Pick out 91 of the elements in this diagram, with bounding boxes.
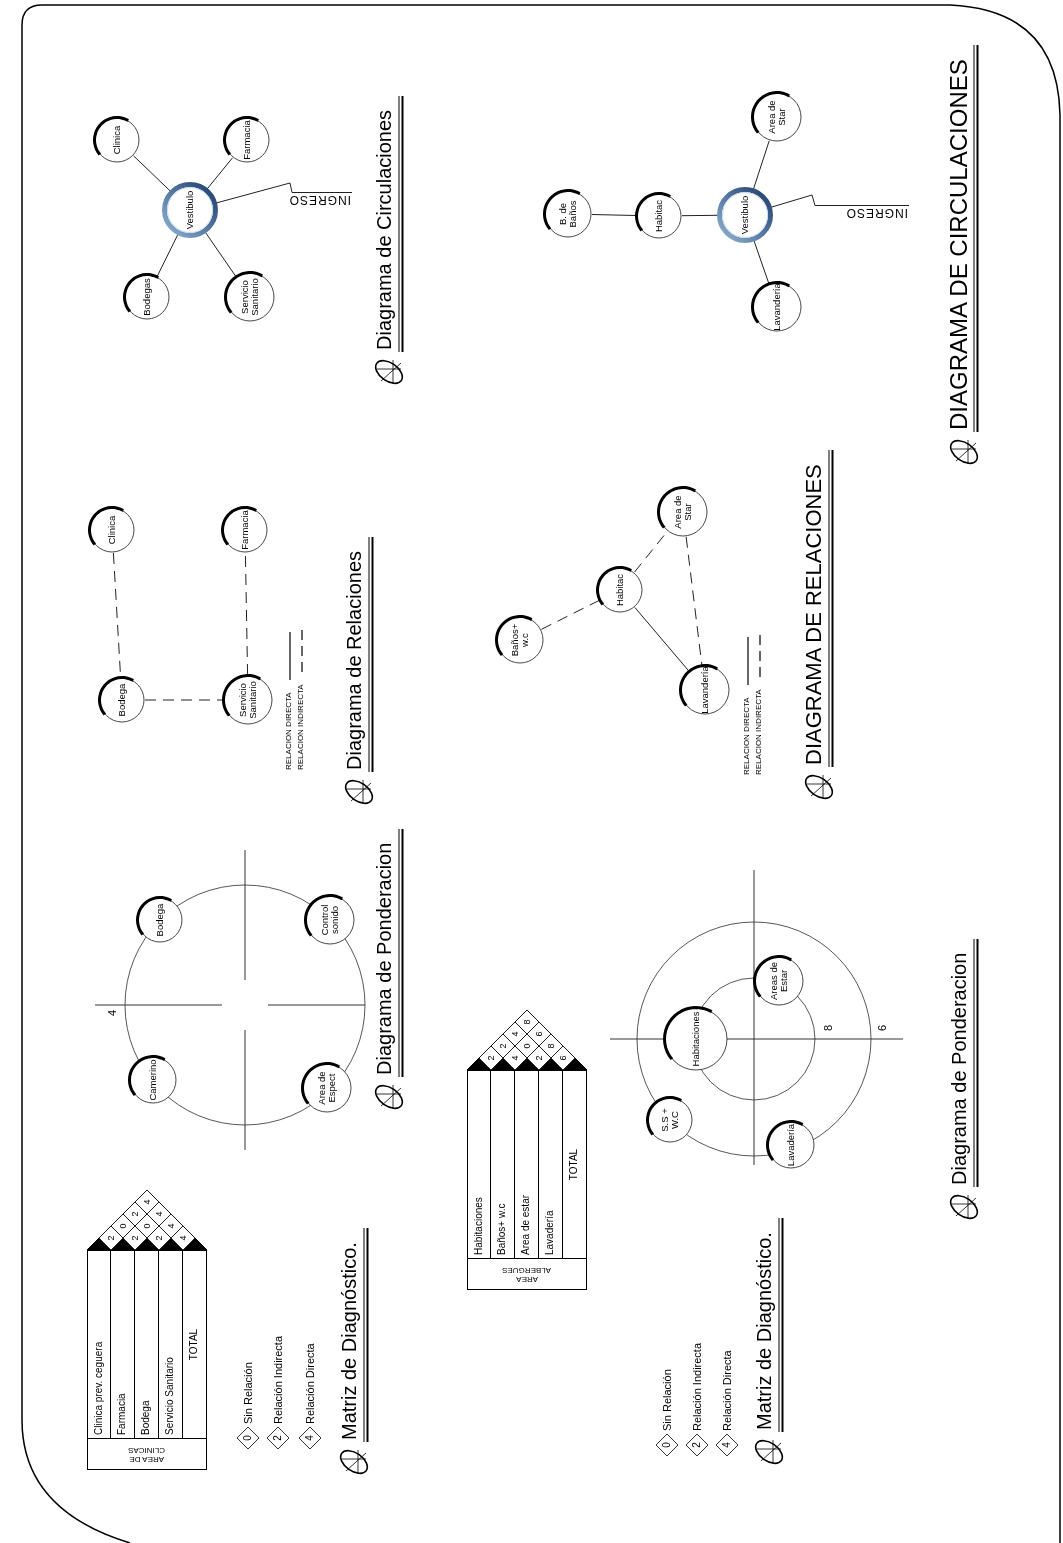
matrix-value: 2	[154, 1234, 164, 1243]
matrix-value: 4	[166, 1222, 176, 1231]
hub-circle: Vestibulo	[716, 186, 774, 244]
space-circle: Clinica	[87, 505, 137, 555]
space-circle: Area de Star	[750, 90, 804, 144]
legend-text: Relación Directa	[720, 1350, 733, 1431]
legend-text: RELACION DIRECTA	[285, 692, 294, 770]
legend-text: Relación Indirecta	[690, 1342, 703, 1431]
space-circle: Baños+ w.c	[494, 614, 546, 666]
connector-line	[770, 194, 910, 208]
space-circle: B. de Baños	[542, 188, 594, 240]
section-title: DIAGRAMA DE CIRCULACIONES	[946, 59, 973, 430]
space-circle: Servicio Sanitario	[221, 673, 275, 727]
matrix-value: 2	[106, 1234, 116, 1243]
ring-value: 4	[105, 1009, 118, 1016]
matrix-value: 4	[178, 1234, 188, 1243]
space-circle: Bodegas	[122, 272, 172, 322]
entrance-label: INGRESO	[283, 192, 357, 208]
matrix-value: 2	[130, 1234, 140, 1243]
legend-text: RELACION INDIRECTA	[297, 684, 306, 770]
matrix-value: 2	[130, 1210, 140, 1219]
table-header-cell: AREA ALBERGUES	[467, 1258, 587, 1290]
matrix-value: 6	[534, 1030, 544, 1039]
section-title: Matriz de Diagnóstico.	[338, 1242, 361, 1440]
space-circle: Camerino	[127, 1054, 179, 1106]
legend-number: 0	[661, 1441, 673, 1450]
space-circle: Lavandería	[750, 280, 804, 334]
legend-text: Relación Directa	[303, 1343, 316, 1424]
entrance-label: INGRESO	[840, 205, 914, 221]
matrix-value: 6	[558, 1054, 568, 1063]
section-title: Diagrama de Relaciones	[343, 551, 366, 770]
matrix-value: 0	[522, 1042, 532, 1051]
legend-text: Sin Relación	[660, 1369, 673, 1431]
ring-value: 8	[821, 1024, 834, 1031]
section-title: DIAGRAMA DE RELACIONES	[802, 464, 827, 765]
matrix-value: 2	[486, 1054, 496, 1063]
section-title: Diagrama de Ponderacion	[948, 952, 971, 1185]
space-circle: Area de Espect	[300, 1061, 354, 1115]
connector-line	[204, 231, 237, 277]
space-circle: Habitac	[634, 191, 684, 241]
hub-circle: Vestibulo	[161, 181, 219, 239]
dashed-connector	[144, 699, 224, 701]
space-circle: Lavadería	[765, 1119, 817, 1171]
space-circle: Control sonido	[303, 893, 357, 947]
connector-line	[133, 155, 171, 192]
connector-line	[681, 214, 719, 217]
matrix-value: 0	[118, 1222, 128, 1231]
legend-number: 0	[242, 1434, 254, 1443]
legend-text: RELACION INDIRECTA	[755, 689, 764, 775]
space-circle: Farmacia	[222, 115, 272, 165]
legend-number: 2	[691, 1441, 703, 1450]
space-circle: Habitac	[595, 565, 645, 615]
connector-line	[591, 214, 637, 216]
connector-line	[215, 182, 353, 204]
ring-value: 6	[875, 1024, 888, 1031]
connector-line	[634, 607, 690, 672]
matrix-value: 4	[154, 1210, 164, 1219]
matrix-value: 2	[498, 1042, 508, 1051]
dashed-connector	[685, 536, 703, 666]
matrix-value: 4	[510, 1054, 520, 1063]
connector-line	[752, 140, 770, 190]
space-circle: Farmacia	[220, 505, 270, 555]
space-circle: Bodega	[135, 895, 185, 945]
matrix-value: 8	[546, 1042, 556, 1051]
legend-number: 2	[272, 1434, 284, 1443]
matrix-value: 0	[142, 1222, 152, 1231]
legend-text: RELACION DIRECTA	[743, 697, 752, 775]
space-circle: Areas de Estar	[752, 954, 806, 1008]
space-circle: Bodega	[97, 675, 147, 725]
table-header-cell: AREA DE CLINICAS	[87, 1438, 207, 1470]
matrix-value: 4	[510, 1030, 520, 1039]
space-circle: Lavandería	[678, 663, 732, 717]
dashed-connector	[541, 599, 600, 630]
legend-text: Sin Relación	[241, 1362, 254, 1424]
matrix-value: 2	[534, 1054, 544, 1063]
matrix-value: 8	[522, 1018, 532, 1027]
space-circle: Area de Star	[656, 485, 710, 539]
space-circle: Habitaciones	[662, 1005, 730, 1073]
connector-line	[156, 233, 179, 277]
space-circle: Clinica	[92, 115, 142, 165]
space-circle: Servicio Sanitario	[223, 270, 277, 324]
legend-number: 4	[721, 1441, 733, 1450]
space-circle: S.S + W.C	[645, 1095, 695, 1145]
legend-number: 4	[304, 1434, 316, 1443]
section-title: Matriz de Diagnóstico.	[753, 1232, 776, 1430]
matrix-value: 4	[142, 1198, 152, 1207]
section-title: Diagrama de Circulaciones	[373, 109, 396, 350]
legend-text: Relación Indirecta	[271, 1335, 284, 1424]
connector-line	[206, 157, 233, 190]
connector-line	[753, 240, 770, 284]
section-title: Diagrama de Ponderacion	[373, 842, 396, 1075]
